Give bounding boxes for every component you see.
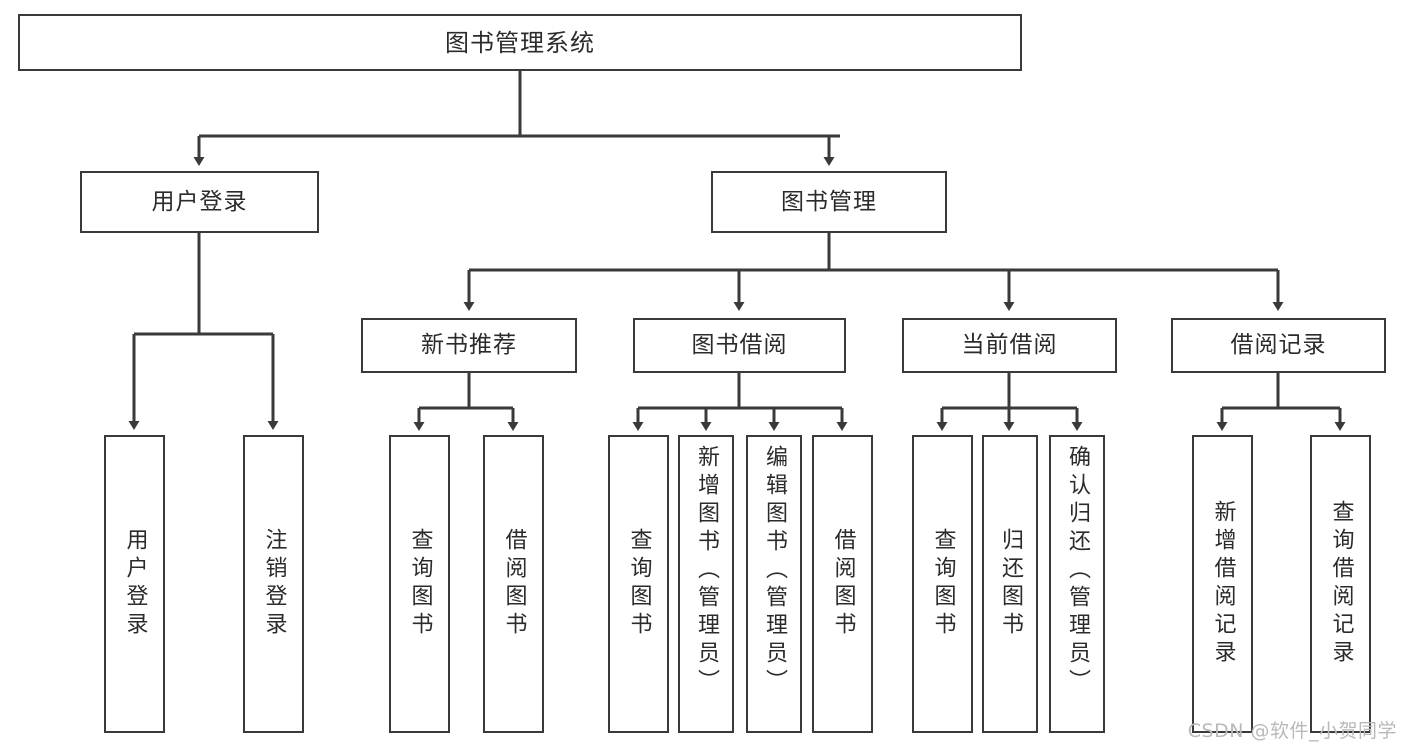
node-book-management-label: 图书管理 xyxy=(781,188,877,215)
leaf-logout-label: 注销登录 xyxy=(261,528,287,640)
leaf-newbook-borrow-book[interactable]: 借阅图书 xyxy=(483,435,544,733)
leaf-logout[interactable]: 注销登录 xyxy=(243,435,304,733)
leaf-currentborrow-confirm-return[interactable]: 确认归还（管理员） xyxy=(1049,435,1105,733)
leaf-currentborrow-query-book-label: 查询图书 xyxy=(930,528,956,640)
leaf-borrowrecord-query-record-wrap: 查询借阅记录 xyxy=(1312,437,1369,731)
leaf-bookborrow-edit-book[interactable]: 编辑图书（管理员） xyxy=(746,435,802,733)
leaf-borrowrecord-query-record[interactable]: 查询借阅记录 xyxy=(1310,435,1371,733)
leaf-currentborrow-query-book[interactable]: 查询图书 xyxy=(912,435,973,733)
leaf-currentborrow-return-book[interactable]: 归还图书 xyxy=(982,435,1038,733)
node-root[interactable]: 图书管理系统 xyxy=(18,14,1022,71)
leaf-newbook-borrow-book-label: 借阅图书 xyxy=(501,528,527,640)
leaf-currentborrow-query-book-wrap: 查询图书 xyxy=(914,437,971,731)
node-root-label: 图书管理系统 xyxy=(445,28,595,57)
leaf-newbook-query-book-wrap: 查询图书 xyxy=(391,437,448,731)
leaf-bookborrow-edit-book-wrap: 编辑图书（管理员） xyxy=(748,437,800,731)
leaf-logout-wrap: 注销登录 xyxy=(245,437,302,731)
leaf-user-login-label: 用户登录 xyxy=(122,528,148,640)
leaf-user-login[interactable]: 用户登录 xyxy=(104,435,165,733)
leaf-bookborrow-borrow-book-wrap: 借阅图书 xyxy=(814,437,871,731)
leaf-bookborrow-query-book[interactable]: 查询图书 xyxy=(608,435,669,733)
leaf-newbook-query-book[interactable]: 查询图书 xyxy=(389,435,450,733)
csdn-watermark: CSDN @软件_小贺同学 xyxy=(1187,720,1397,742)
node-new-book-recommend-label: 新书推荐 xyxy=(421,332,517,358)
leaf-newbook-borrow-book-wrap: 借阅图书 xyxy=(485,437,542,731)
node-user-login-label: 用户登录 xyxy=(151,188,248,215)
node-borrow-record-label: 借阅记录 xyxy=(1230,332,1327,358)
leaf-bookborrow-borrow-book[interactable]: 借阅图书 xyxy=(812,435,873,733)
leaf-borrowrecord-add-record[interactable]: 新增借阅记录 xyxy=(1192,435,1253,733)
leaf-user-login-wrap: 用户登录 xyxy=(106,437,163,731)
leaf-borrowrecord-query-record-label: 查询借阅记录 xyxy=(1328,500,1354,668)
node-book-management[interactable]: 图书管理 xyxy=(711,171,947,233)
leaf-currentborrow-return-book-wrap: 归还图书 xyxy=(984,437,1036,731)
leaf-currentborrow-return-book-label: 归还图书 xyxy=(998,528,1023,640)
leaf-bookborrow-add-book-wrap: 新增图书（管理员） xyxy=(680,437,732,731)
node-book-borrow[interactable]: 图书借阅 xyxy=(633,318,846,373)
leaf-currentborrow-confirm-return-label: 确认归还（管理员） xyxy=(1065,445,1090,697)
node-new-book-recommend[interactable]: 新书推荐 xyxy=(361,318,577,373)
leaf-newbook-query-book-label: 查询图书 xyxy=(407,528,433,640)
leaf-bookborrow-add-book-label: 新增图书（管理员） xyxy=(694,445,719,697)
leaf-bookborrow-borrow-book-label: 借阅图书 xyxy=(830,528,856,640)
node-book-borrow-label: 图书借阅 xyxy=(691,332,788,358)
leaf-bookborrow-query-book-label: 查询图书 xyxy=(626,528,652,640)
leaf-bookborrow-query-book-wrap: 查询图书 xyxy=(610,437,667,731)
leaf-currentborrow-confirm-return-wrap: 确认归还（管理员） xyxy=(1051,437,1103,731)
leaf-borrowrecord-add-record-wrap: 新增借阅记录 xyxy=(1194,437,1251,731)
node-user-login[interactable]: 用户登录 xyxy=(80,171,319,233)
node-borrow-record[interactable]: 借阅记录 xyxy=(1171,318,1386,373)
node-current-borrow[interactable]: 当前借阅 xyxy=(902,318,1117,373)
leaf-bookborrow-add-book[interactable]: 新增图书（管理员） xyxy=(678,435,734,733)
leaf-borrowrecord-add-record-label: 新增借阅记录 xyxy=(1210,500,1236,668)
node-current-borrow-label: 当前借阅 xyxy=(961,332,1058,358)
leaf-bookborrow-edit-book-label: 编辑图书（管理员） xyxy=(762,445,787,697)
